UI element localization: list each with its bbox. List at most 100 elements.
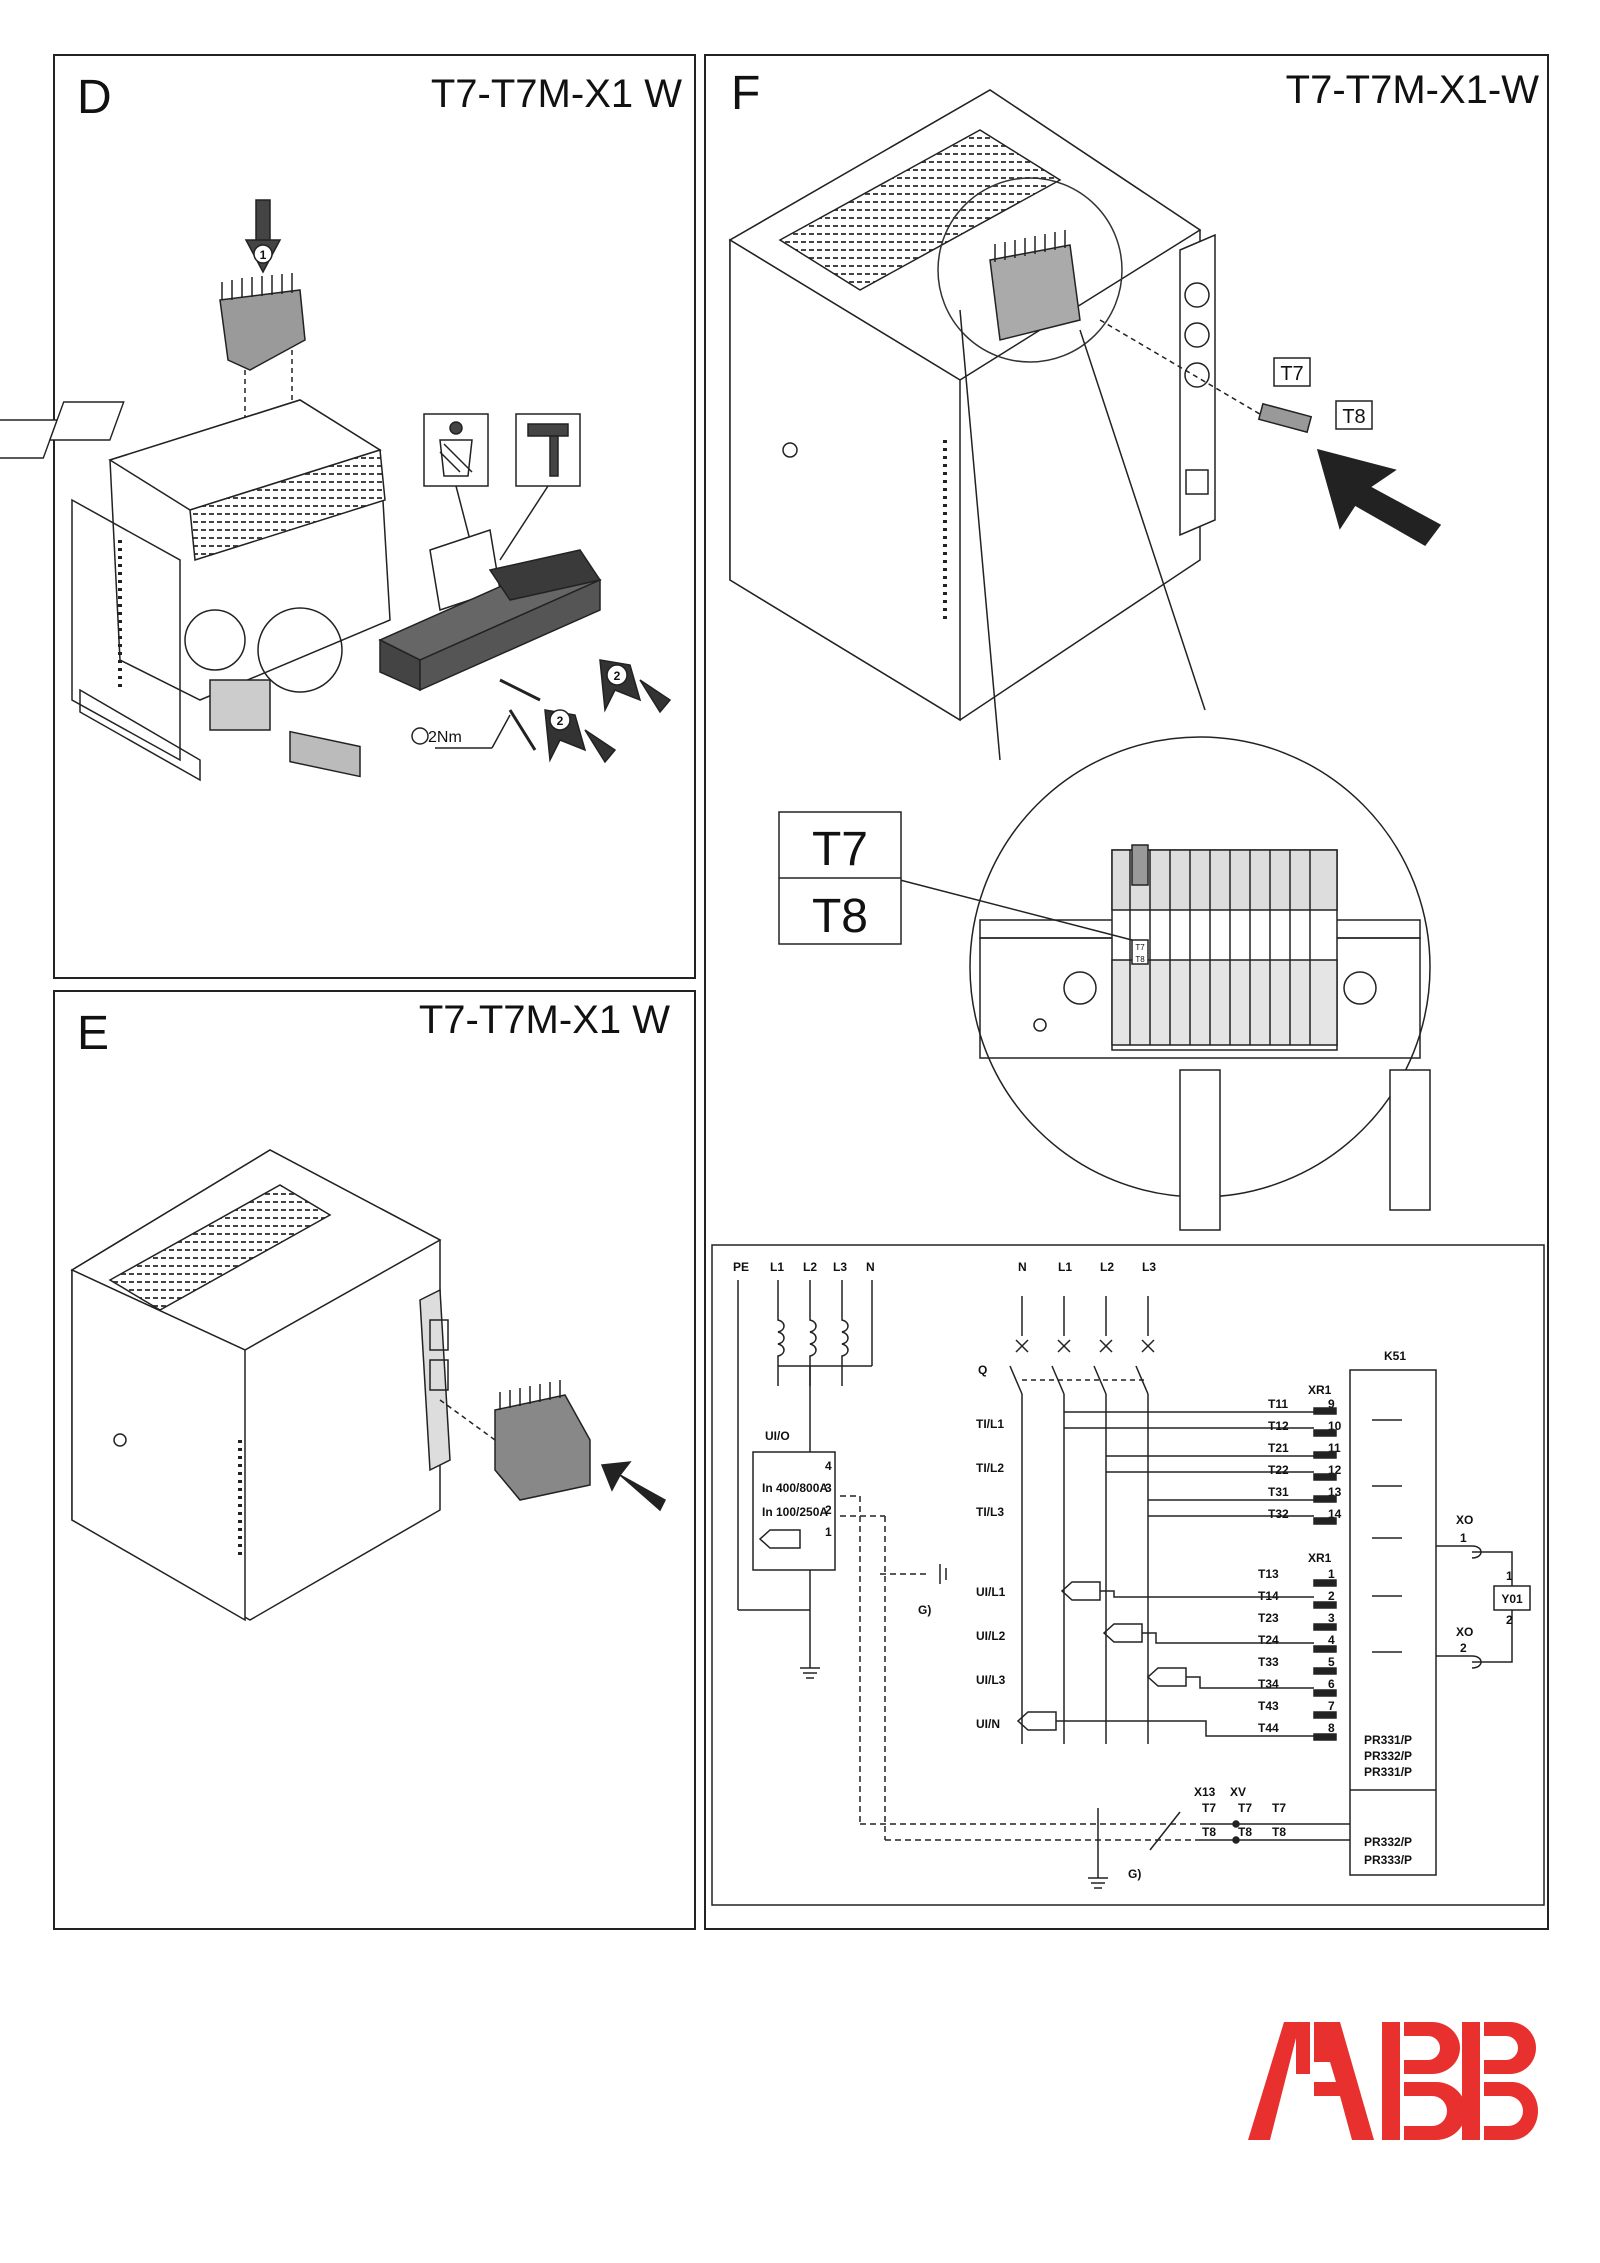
main-conductors xyxy=(1009,1296,1155,1744)
breaker-body xyxy=(0,399,391,782)
ui-label: UI/L2 xyxy=(976,1629,1006,1643)
bottom-t8: T8 xyxy=(1202,1825,1216,1839)
terminal-label: T34 xyxy=(1258,1677,1279,1691)
pin-number: 2 xyxy=(1328,1589,1335,1603)
panel-letter: D xyxy=(77,71,112,124)
small-tag: T8 xyxy=(1135,955,1145,964)
panel-e-drawing xyxy=(70,1149,666,1622)
terminal-label: T43 xyxy=(1258,1699,1279,1713)
bottom-t7: T7 xyxy=(1272,1801,1286,1815)
relay-label: K51 xyxy=(1384,1349,1406,1363)
xo-label: XO xyxy=(1456,1625,1473,1639)
terminal-connector xyxy=(219,273,306,371)
tag-box-t7 xyxy=(1273,357,1311,387)
terminal-label: T14 xyxy=(1258,1589,1279,1603)
uio-label: UI/O xyxy=(765,1429,790,1443)
supply-label: PE xyxy=(733,1260,749,1274)
bottom-t7: T7 xyxy=(1238,1801,1252,1815)
supply-label: N xyxy=(866,1260,875,1274)
uio-text: In 400/800A xyxy=(762,1481,828,1495)
supply-label: L1 xyxy=(1058,1260,1072,1274)
small-tag: T7 xyxy=(1135,943,1145,952)
note: G) xyxy=(1128,1867,1141,1881)
uio-pin: 2 xyxy=(825,1503,832,1517)
terminal-label: T11 xyxy=(1268,1397,1288,1411)
pr-label: PR332/P xyxy=(1364,1749,1412,1763)
panel-letter: F xyxy=(731,67,761,120)
tag-label: T8 xyxy=(1342,406,1365,428)
supply-label: L1 xyxy=(770,1260,784,1274)
terminal-label: T44 xyxy=(1258,1721,1279,1735)
zoom-tag-label: T7 xyxy=(812,823,868,876)
voltage-wires xyxy=(1016,1581,1314,1737)
terminal-label: T21 xyxy=(1268,1441,1289,1455)
terminal-label: T23 xyxy=(1258,1611,1279,1625)
zoom-detail: T7 T8 xyxy=(899,736,1431,1231)
block-label: XR1 xyxy=(1308,1551,1332,1565)
xo-pin: 2 xyxy=(1460,1641,1467,1655)
pin-number: 5 xyxy=(1328,1655,1335,1669)
hammer-icon xyxy=(515,413,581,487)
zoom-tag-box: T7 T8 xyxy=(778,811,902,945)
note: G) xyxy=(918,1603,931,1617)
insert-arrow-1: 1 xyxy=(244,199,282,274)
insert-arrow xyxy=(1316,448,1442,546)
terminal-label: T33 xyxy=(1258,1655,1279,1669)
bottom-t7: T7 xyxy=(1202,1801,1216,1815)
tag-box-t8 xyxy=(1335,400,1373,430)
panel-f-drawing: T7 T8 xyxy=(728,89,1442,761)
ui-label: UI/L3 xyxy=(976,1673,1006,1687)
terminal-block xyxy=(1111,844,1338,1051)
abb-logo xyxy=(1248,2022,1538,2140)
bottom-t8: T8 xyxy=(1238,1825,1252,1839)
insert-arrow-2: 2 xyxy=(599,659,672,714)
ta-label: TI/L3 xyxy=(976,1505,1004,1519)
ta-label: TI/L1 xyxy=(976,1417,1004,1431)
pin-number: 4 xyxy=(1328,1633,1335,1647)
insert-arrow xyxy=(600,1461,666,1512)
uio-pin: 4 xyxy=(825,1459,832,1473)
uio-pin: 3 xyxy=(825,1481,832,1495)
uio-text: In 100/250A xyxy=(762,1505,828,1519)
pin-number: 3 xyxy=(1328,1611,1335,1625)
terminal-label: T22 xyxy=(1268,1463,1289,1477)
wiring-schematic: PE L1 L2 L3 N UI/O In 400/800A In 100/25… xyxy=(711,1244,1545,1906)
coil-pin: 2 xyxy=(1506,1613,1513,1627)
pin-number: 8 xyxy=(1328,1721,1335,1735)
panel-model: T7-T7M-X1 W xyxy=(418,998,670,1042)
terminal-label: T13 xyxy=(1258,1567,1279,1581)
panel-d-drawing: 1 xyxy=(0,199,672,782)
ta-wires xyxy=(1064,1411,1314,1517)
panel-model: T7-T7M-X1 W xyxy=(430,72,682,116)
supply-label: L3 xyxy=(1142,1260,1156,1274)
terminal-strip-top: T11 T12 T21 T22 T31 T32 9 10 11 12 13 14 xyxy=(1268,1397,1342,1525)
tag-label: T7 xyxy=(1280,363,1303,385)
terminal-label: T24 xyxy=(1258,1633,1279,1647)
pr-label: PR332/P xyxy=(1364,1835,1412,1849)
step-number: 2 xyxy=(557,714,564,728)
pin-number: 9 xyxy=(1328,1397,1335,1411)
pin-number: 1 xyxy=(1328,1567,1335,1581)
uio-pin: 1 xyxy=(825,1525,832,1539)
pin-number: 7 xyxy=(1328,1699,1335,1713)
torque-value: 2Nm xyxy=(428,729,462,746)
waste-bin-icon xyxy=(423,413,489,487)
terminal-label: T12 xyxy=(1268,1419,1289,1433)
breaker-label: Q xyxy=(978,1363,987,1377)
pr-label: PR331/P xyxy=(1364,1765,1412,1779)
ui-label: UI/N xyxy=(976,1717,1000,1731)
supply-label: L3 xyxy=(833,1260,847,1274)
terminal-label: T31 xyxy=(1268,1485,1289,1499)
step-number: 1 xyxy=(260,248,267,262)
panel-letter: E xyxy=(77,1007,110,1060)
xo-label: XO xyxy=(1456,1513,1473,1527)
bottom-t8: T8 xyxy=(1272,1825,1286,1839)
cover-plate xyxy=(378,529,602,692)
terminal-strip-mid: T13 T14 T23 T24 T33 T34 T43 T44 1 2 3 4 … xyxy=(1258,1567,1337,1741)
terminal-tag xyxy=(1257,402,1313,434)
supply-label: L2 xyxy=(803,1260,817,1274)
torque-callout: 2Nm xyxy=(411,714,511,749)
coil-label: Y01 xyxy=(1501,1592,1523,1606)
terminal-label: T32 xyxy=(1268,1507,1289,1521)
